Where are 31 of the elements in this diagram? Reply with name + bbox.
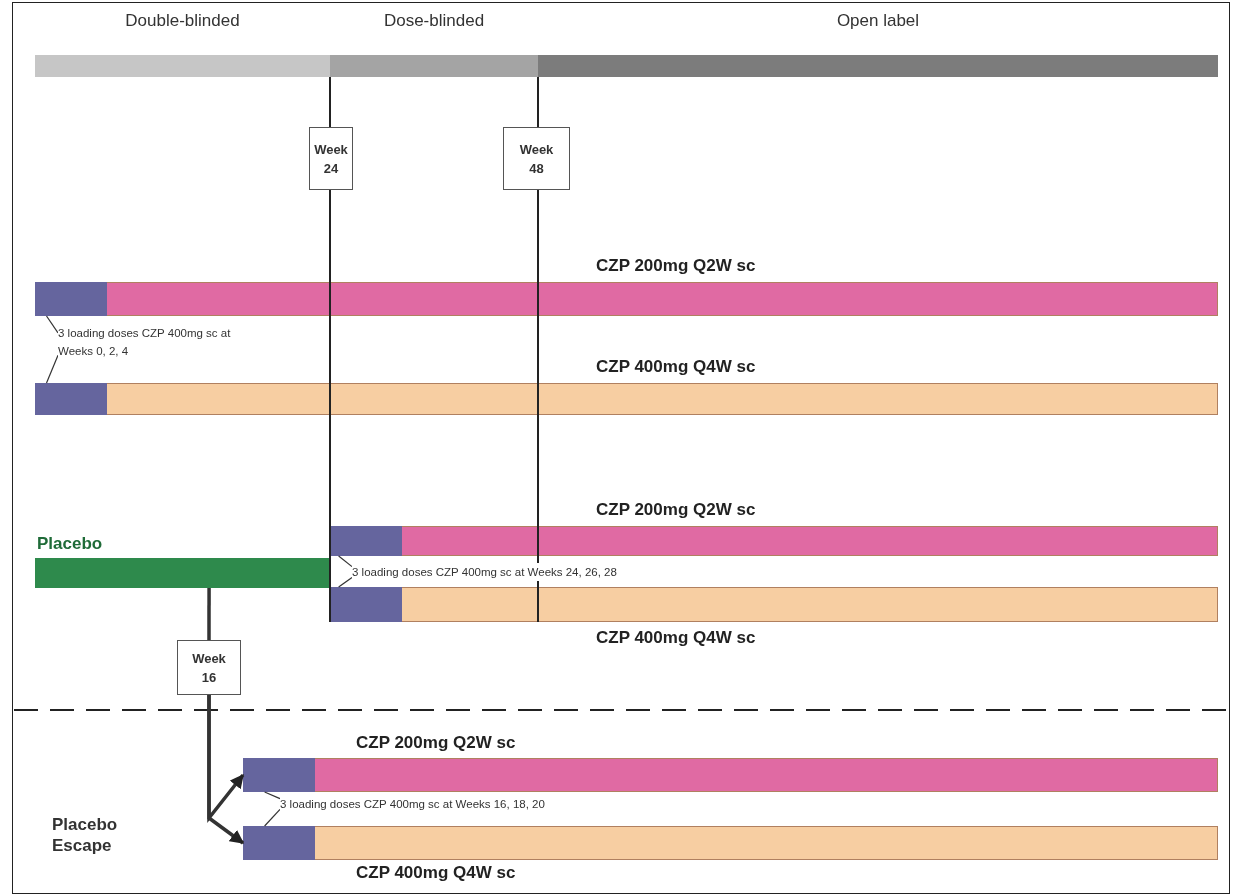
- treatment-label: Placebo: [37, 534, 103, 554]
- treatment-label: CZP 400mg Q4W sc: [596, 628, 756, 648]
- phase-label: Double-blinded: [124, 11, 241, 31]
- leader-line: [338, 576, 353, 588]
- leader-line: [264, 808, 281, 827]
- loading-dose-segment: [35, 282, 107, 316]
- treatment-label: CZP 200mg Q2W sc: [596, 500, 756, 520]
- week-marker-box: [309, 127, 353, 190]
- week-marker-box: [177, 640, 241, 695]
- week-label: Week 48: [518, 140, 555, 178]
- phase-label: Dose-blinded: [382, 11, 486, 31]
- leader-line: [264, 791, 281, 800]
- phase-label: Open label: [835, 11, 921, 31]
- treatment-label: CZP 200mg Q2W sc: [596, 256, 756, 276]
- week-label: Week 24: [313, 140, 349, 178]
- loading-dose-segment: [243, 758, 315, 792]
- loading-dose-note: 3 loading doses CZP 400mg sc at Weeks 24, 26, 28: [352, 563, 617, 581]
- loading-dose-segment: [330, 587, 402, 622]
- loading-dose-note: 3 loading doses CZP 400mg sc at Weeks 16, 18, 20: [280, 795, 545, 813]
- leader-line: [338, 555, 353, 568]
- loading-dose-segment: [330, 526, 402, 556]
- loading-dose-segment: [243, 826, 315, 860]
- treatment-label: CZP 200mg Q2W sc: [356, 733, 516, 753]
- treatment-label: CZP 400mg Q4W sc: [596, 357, 756, 377]
- week-marker-box: [503, 127, 570, 190]
- leader-line: [45, 315, 59, 334]
- group-label: Placebo Escape: [52, 814, 119, 856]
- loading-dose-segment: [35, 383, 107, 415]
- leader-line: [45, 354, 59, 384]
- week-label: Week 16: [191, 649, 227, 687]
- treatment-label: CZP 400mg Q4W sc: [356, 863, 516, 883]
